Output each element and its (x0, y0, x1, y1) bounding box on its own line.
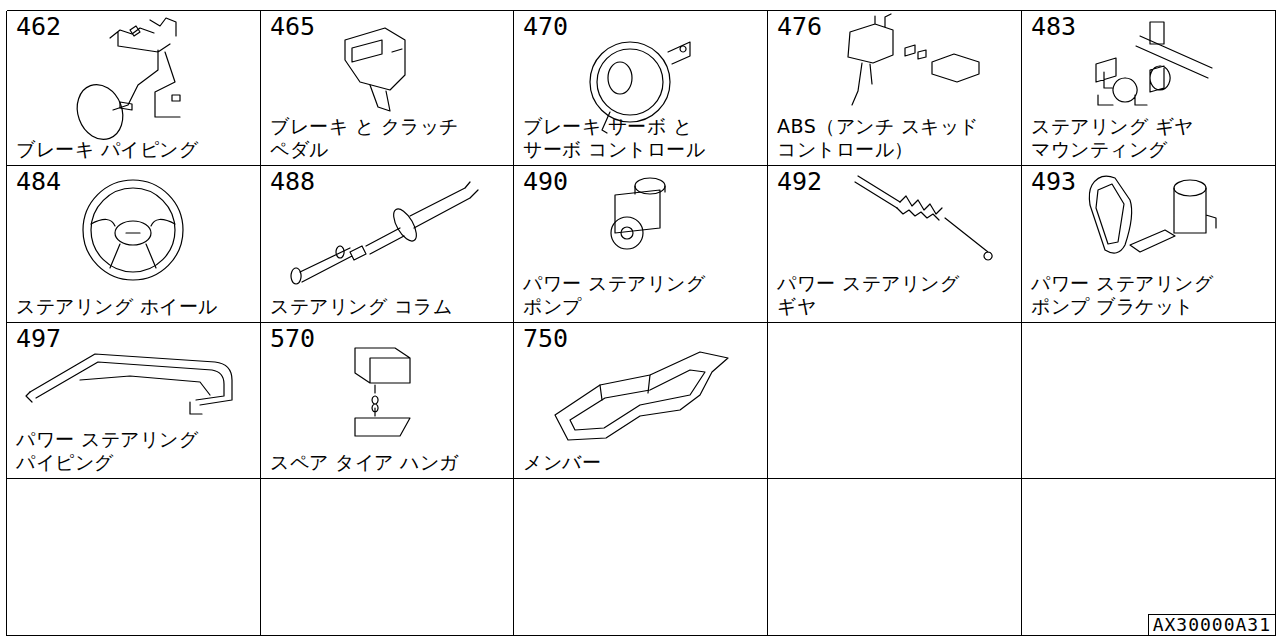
section-number: 462 (16, 14, 61, 39)
section-number: 488 (270, 169, 315, 194)
abs-drawing (848, 14, 979, 105)
section-number: 470 (523, 14, 568, 39)
section-number: 750 (523, 326, 568, 351)
steering-column-drawing (291, 182, 478, 284)
section-name: パワー ステアリング パイピング (16, 428, 210, 473)
figure-code-box: AX30000A31 (1148, 614, 1276, 636)
catalog-cell: 470 ブレーキ サーボ と サーボ コントロール (514, 11, 767, 165)
steering-wheel-drawing (83, 180, 183, 280)
section-name: パワー ステアリング ポンプ (523, 272, 717, 317)
catalog-cell: 492 パワー ステアリング ギヤ (768, 166, 1021, 322)
figure-code: AX30000A31 (1153, 615, 1271, 635)
catalog-cell: 488 ステアリング コラム (261, 166, 513, 322)
section-name: ステアリング ホイール (16, 295, 218, 317)
section-number: 484 (16, 169, 61, 194)
section-name: ステアリング ギヤ マウンティング (1031, 115, 1212, 160)
catalog-cell: 490 パワー ステアリング ポンプ (514, 166, 767, 322)
section-number: 465 (270, 14, 315, 39)
section-name: ブレーキ パイピング (16, 138, 198, 160)
steering-gear-drawing (855, 176, 992, 260)
section-name: ブレーキ サーボ と サーボ コントロール (523, 115, 717, 160)
pedal-drawing (345, 28, 405, 111)
section-number: 483 (1031, 14, 1076, 39)
spare-tire-hanger-drawing (355, 348, 410, 436)
section-number: 493 (1031, 169, 1076, 194)
catalog-cell: 493 パワー ステアリング ポンプ ブラケット (1022, 166, 1275, 322)
pump-drawing (611, 178, 665, 249)
catalog-cell: 476ABS（アンチ スキッド コントロール） (768, 11, 1021, 165)
member-frame-drawing (555, 352, 728, 440)
grid-lines (7, 11, 1276, 636)
catalog-cell: 497 パワー ステアリング パイピング (7, 323, 260, 478)
piping-drawing (26, 354, 232, 414)
section-number: 476 (777, 14, 822, 39)
brake-piping-drawing (70, 18, 180, 146)
section-name: スペア タイア ハンガ (270, 451, 459, 473)
section-number: 492 (777, 169, 822, 194)
section-name: ステアリング コラム (270, 295, 452, 317)
section-name: パワー ステアリング ギヤ (777, 272, 971, 317)
catalog-cell: 465 ブレーキ と クラッチ ペダル (261, 11, 513, 165)
catalog-cell: 570 スペア タイア ハンガ (261, 323, 513, 478)
gear-mounting-drawing (1096, 22, 1212, 105)
catalog-cell: 750 メンバー (514, 323, 767, 478)
section-number: 490 (523, 169, 568, 194)
section-number: 497 (16, 326, 61, 351)
catalog-cell: 462 ブレーキ パイピング (7, 11, 260, 165)
pump-bracket-drawing (1089, 176, 1216, 253)
section-name: ABS（アンチ スキッド コントロール） (777, 115, 986, 160)
section-number: 570 (270, 326, 315, 351)
section-name: パワー ステアリング ポンプ ブラケット (1031, 272, 1225, 317)
catalog-cell: 484 ステアリング ホイール (7, 166, 260, 322)
section-name: メンバー (523, 451, 601, 473)
catalog-cell: 483 ステアリング ギヤ マウンティング (1022, 11, 1275, 165)
section-name: ブレーキ と クラッチ ペダル (270, 115, 470, 160)
